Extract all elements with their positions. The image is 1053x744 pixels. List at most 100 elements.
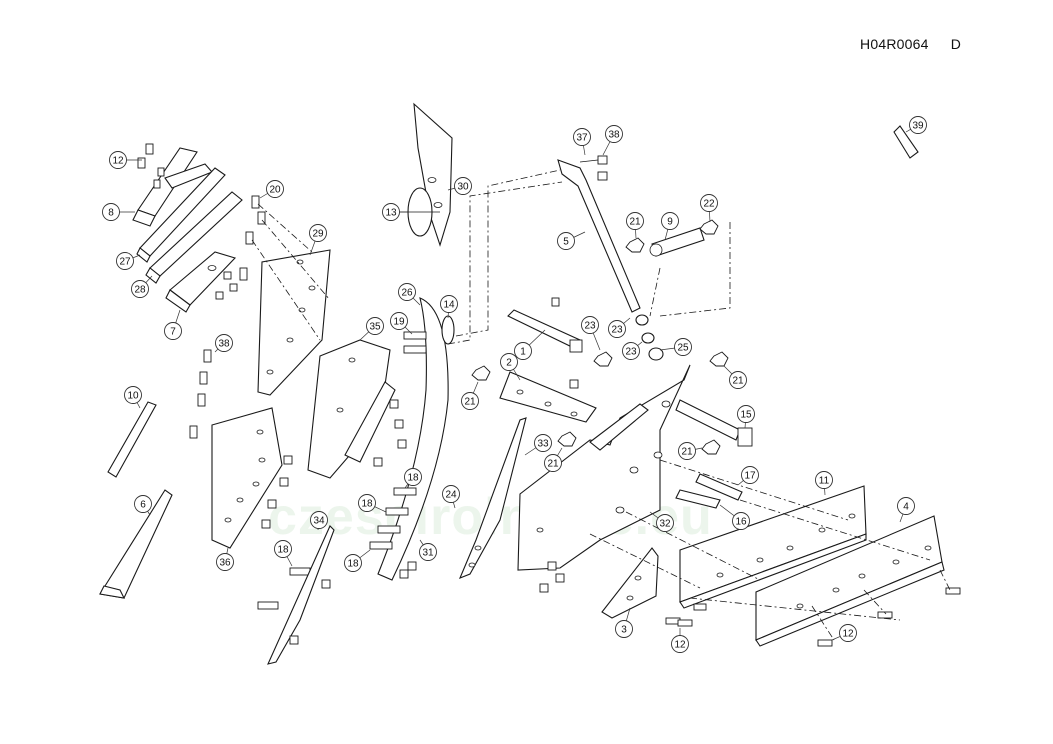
callout-circle: [678, 442, 696, 460]
callout-label: 36: [219, 558, 231, 569]
callout-label: 35: [369, 322, 381, 333]
part-adjuster-9: [649, 219, 719, 257]
callout-label: 21: [732, 376, 744, 387]
callout-label: 5: [563, 237, 569, 248]
bolts-38-left: [189, 349, 293, 529]
callout-circle: [440, 295, 458, 313]
callout-21: 21: [461, 381, 479, 410]
callout-23: 23: [581, 316, 601, 351]
callout-19: 19: [390, 312, 413, 335]
callout-1: 1: [514, 329, 546, 360]
callout-circle: [419, 543, 437, 561]
callout-label: 12: [674, 640, 686, 651]
callout-label: 19: [393, 317, 405, 328]
callout-circle: [573, 128, 591, 146]
callout-circle: [514, 342, 532, 360]
part-spacers-23-25: [635, 314, 664, 361]
callout-28: 28: [131, 275, 153, 298]
callout-circle: [608, 320, 626, 338]
bolts-12-bottom: [665, 587, 961, 647]
part-strip-4: [755, 515, 945, 647]
callout-label: 28: [134, 285, 146, 296]
callout-label: 23: [625, 347, 637, 358]
assembly-lines: [447, 169, 951, 641]
part-strut-5: [557, 155, 641, 313]
callout-27: 27: [116, 252, 141, 270]
callout-circle: [732, 512, 750, 530]
bolts-20: [239, 195, 331, 341]
callout-circle: [909, 116, 927, 134]
part-plate-3: [601, 547, 659, 619]
callout-12: 12: [671, 628, 689, 653]
callout-label: 31: [422, 548, 434, 559]
callout-circle: [534, 434, 552, 452]
callout-13: 13: [382, 203, 408, 221]
callout-23: 23: [622, 341, 643, 360]
callout-24: 24: [442, 485, 460, 509]
callout-circle: [671, 635, 689, 653]
callout-circle: [656, 514, 674, 532]
callout-label: 11: [819, 476, 830, 487]
callout-circle: [134, 495, 152, 513]
callout-label: 10: [127, 391, 139, 402]
revision-letter: D: [950, 36, 961, 52]
callout-circle: [622, 342, 640, 360]
callout-label: 16: [735, 517, 747, 528]
callout-7: 7: [164, 309, 182, 340]
callout-label: 18: [277, 545, 289, 556]
callout-10: 10: [124, 386, 142, 409]
part-wing-plate-36: [211, 407, 283, 549]
callout-circle: [626, 212, 644, 230]
callout-label: 15: [740, 410, 752, 421]
callout-circle: [390, 312, 408, 330]
callout-30: 30: [447, 177, 472, 195]
callout-circle: [661, 212, 679, 230]
callout-25: 25: [659, 338, 692, 356]
callout-circle: [442, 485, 460, 503]
part-bolt-1: [507, 297, 583, 353]
callout-33: 33: [524, 434, 552, 456]
callout-label: 6: [140, 500, 146, 511]
callout-18: 18: [358, 494, 387, 513]
callout-circle: [700, 194, 718, 212]
callout-label: 27: [119, 257, 131, 268]
callout-label: 32: [659, 519, 671, 530]
callout-circle: [544, 454, 562, 472]
part-disc-coulter-30: [413, 102, 453, 247]
callout-label: 23: [611, 325, 623, 336]
callout-18: 18: [274, 540, 293, 567]
parts-drawing: [99, 102, 961, 665]
bolts-19: [403, 331, 427, 354]
callout-label: 38: [218, 339, 230, 350]
callout-label: 8: [108, 208, 114, 219]
callout-circle: [310, 511, 328, 529]
callout-21: 21: [678, 442, 703, 460]
callout-circle: [382, 203, 400, 221]
callout-label: 20: [269, 185, 281, 196]
part-landside-33: [458, 417, 527, 579]
part-grease-nipple-39: [893, 125, 919, 159]
callout-34: 34: [310, 511, 328, 531]
callout-circle: [309, 224, 327, 242]
callout-8: 8: [102, 203, 135, 221]
part-share-28: [145, 191, 243, 284]
callout-circle: [358, 494, 376, 512]
callout-circle: [741, 466, 759, 484]
callout-label: 21: [681, 447, 693, 458]
part-blade-10: [107, 401, 157, 478]
callout-22: 22: [700, 194, 718, 223]
callout-label: 38: [608, 130, 620, 141]
callout-label: 12: [112, 156, 124, 167]
callout-18: 18: [344, 549, 371, 572]
part-plate-2: [499, 371, 597, 423]
nuts-21-23: [471, 237, 729, 455]
callout-31: 31: [419, 539, 437, 561]
callout-label: 21: [464, 397, 476, 408]
callout-label: 14: [443, 300, 455, 311]
callout-label: 9: [667, 217, 673, 228]
callout-label: 22: [703, 199, 715, 210]
callout-32: 32: [649, 511, 674, 532]
callout-label: 25: [677, 343, 689, 354]
callout-label: 29: [312, 229, 324, 240]
callout-21: 21: [723, 365, 747, 389]
